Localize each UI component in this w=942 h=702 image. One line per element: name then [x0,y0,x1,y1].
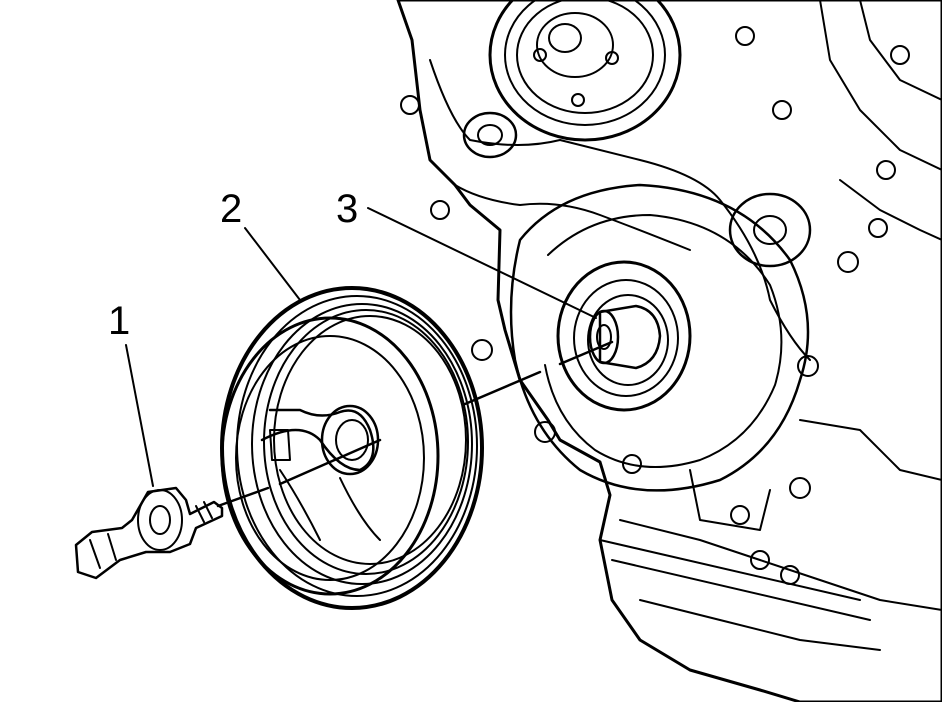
balancer-pulley [220,286,484,610]
engine-bolts [400,26,910,585]
callout-2: 2 [220,187,242,231]
engine-front-cover [396,0,942,702]
leader-lines [125,207,597,487]
crankshaft-nose [556,260,692,412]
callout-1: 1 [108,299,130,343]
alignment-line [216,340,614,508]
callout-3: 3 [336,187,358,231]
water-pump-pulley [488,0,682,142]
balancer-bolt [74,486,224,580]
